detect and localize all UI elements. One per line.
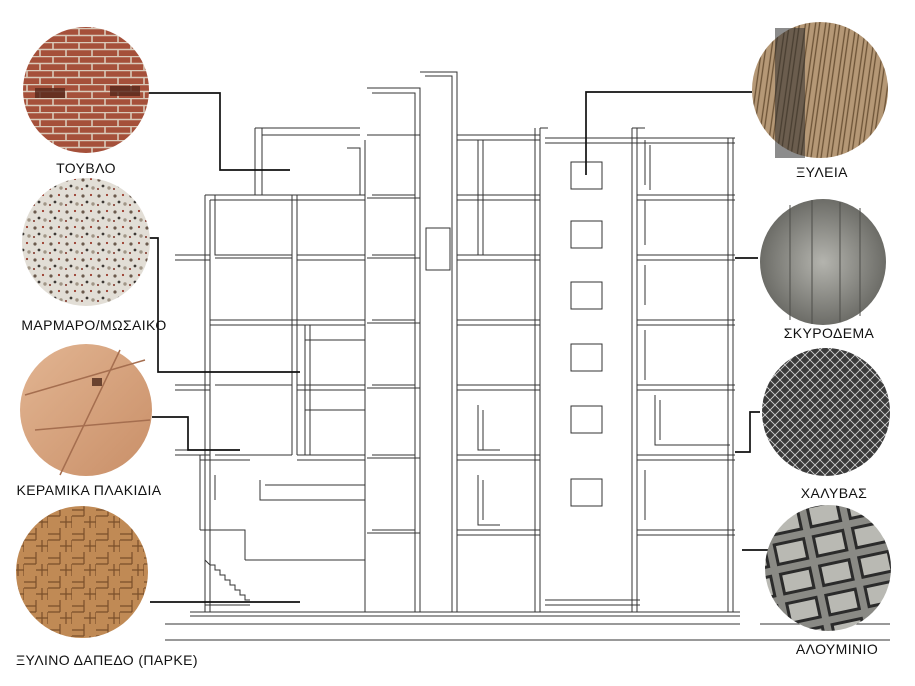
material-steel: ΧΑΛΥΒΑΣ (762, 348, 890, 501)
material-timber: ΞΥΛΕΙΑ (752, 22, 888, 180)
steel-label: ΧΑΛΥΒΑΣ (801, 485, 867, 501)
aluminium-label: ΑΛΟΥΜΙΝΙΟ (796, 641, 878, 657)
building-section (165, 71, 890, 641)
ceramic-leader (152, 416, 240, 451)
terrazzo-texture-icon (22, 178, 150, 306)
material-ceramic: ΚΕΡΑΜΙΚΑ ΠΛΑΚΙΔΙΑ (16, 344, 161, 498)
material-parquet: ΞΥΛΙΝΟ ΔΑΠΕΔΟ (ΠΑΡΚΕ) (16, 506, 198, 668)
timber-label: ΞΥΛΕΙΑ (796, 164, 848, 180)
concrete-label: ΣΚΥΡΟΔΕΜΑ (784, 325, 875, 341)
terrazzo-label: ΜΑΡΜΑΡΟ/ΜΩΣΑΙΚΟ (21, 317, 166, 333)
ceramic-tile-texture-icon (20, 344, 152, 476)
parquet-texture-icon (16, 506, 148, 638)
parquet-label: ΞΥΛΙΝΟ ΔΑΠΕΔΟ (ΠΑΡΚΕ) (16, 652, 198, 668)
aluminium-frame-texture-icon (765, 505, 891, 631)
timber-leader (585, 91, 752, 175)
steel-leader (735, 411, 760, 453)
brick-texture-icon (23, 27, 149, 153)
material-concrete: ΣΚΥΡΟΔΕΜΑ (760, 199, 886, 341)
timber-texture-icon (752, 22, 888, 158)
concrete-texture-icon (760, 199, 886, 325)
leader-lines (148, 91, 768, 603)
brick-label: ΤΟΥΒΛΟ (56, 160, 116, 176)
material-brick: ΤΟΥΒΛΟ (23, 27, 149, 176)
material-terrazzo: ΜΑΡΜΑΡΟ/ΜΩΣΑΙΚΟ (21, 178, 166, 333)
rebar-texture-icon (762, 348, 890, 476)
brick-leader (148, 92, 290, 171)
terrazzo-leader (148, 237, 300, 373)
material-aluminium: ΑΛΟΥΜΙΝΙΟ (765, 505, 891, 657)
ceramic-label: ΚΕΡΑΜΙΚΑ ΠΛΑΚΙΔΙΑ (16, 482, 161, 498)
